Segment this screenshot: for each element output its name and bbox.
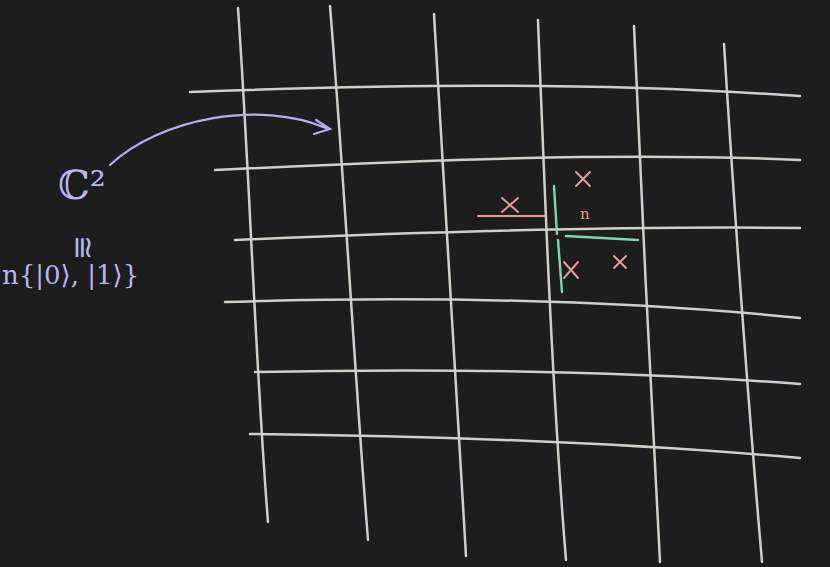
cut-lines [554,186,638,292]
isomorphism-symbol: ≅ [68,235,98,260]
space-symbol: ℂ² [58,165,106,205]
lattice-grid [190,6,800,562]
span-basis: n{|0⟩, |1⟩} [2,262,139,288]
site-marks [478,172,626,278]
site-label: n [580,207,590,222]
pointer-arrow [110,115,330,165]
